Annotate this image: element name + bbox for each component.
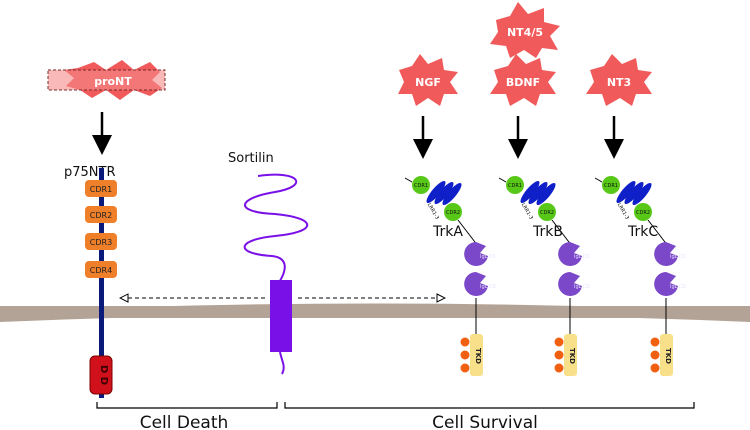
cell-death-bracket bbox=[96, 402, 278, 409]
sortilin-transmembrane bbox=[270, 280, 292, 352]
svg-text:LRR1-3: LRR1-3 bbox=[520, 202, 534, 221]
nt45-label: NT4/5 bbox=[507, 26, 543, 39]
svg-text:CDR1: CDR1 bbox=[90, 185, 112, 194]
svg-text:CDR2: CDR2 bbox=[446, 210, 460, 216]
p75ntr-cdr-3: CDR3 bbox=[85, 233, 117, 250]
pront-ligand: proNT bbox=[47, 60, 166, 100]
cell-survival-bracket bbox=[284, 402, 695, 409]
trka-cdr2 bbox=[444, 203, 462, 221]
sortilin-tail bbox=[279, 351, 285, 375]
svg-text:TKD: TKD bbox=[664, 348, 672, 364]
trkb-receptor: CDR1 LRR1-3 CDR2 TrkB IgL D1 IgL D2 TKD bbox=[498, 176, 590, 376]
svg-text:TKD: TKD bbox=[474, 348, 482, 364]
svg-text:IgL D1: IgL D1 bbox=[670, 254, 686, 260]
svg-text:CDR2: CDR2 bbox=[90, 211, 112, 220]
cell-membrane-band bbox=[0, 306, 750, 318]
cell-survival-label: Cell Survival bbox=[432, 413, 538, 430]
cell-death-label: Cell Death bbox=[140, 413, 229, 430]
svg-text:CDR2: CDR2 bbox=[540, 210, 554, 216]
svg-text:CDR2: CDR2 bbox=[636, 210, 650, 216]
p75ntr-death-domain: D D bbox=[89, 355, 113, 395]
ngf-ligand: NGF bbox=[398, 54, 458, 106]
p75ntr-label: p75NTR bbox=[64, 165, 116, 180]
svg-text:LRR1-3: LRR1-3 bbox=[616, 202, 630, 221]
pront-label: proNT bbox=[94, 75, 132, 88]
p75ntr-cdr-1: CDR1 bbox=[85, 180, 117, 197]
svg-text:CDR1: CDR1 bbox=[508, 183, 522, 189]
ngf-label: NGF bbox=[415, 76, 441, 89]
svg-text:IgL D1: IgL D1 bbox=[480, 254, 496, 260]
bdnf-ligand: BDNF bbox=[490, 54, 556, 106]
svg-text:TKD: TKD bbox=[568, 348, 576, 364]
svg-text:LRR1-3: LRR1-3 bbox=[426, 202, 440, 221]
p75ntr-cdr-4: CDR4 bbox=[85, 261, 117, 278]
svg-text:CDR3: CDR3 bbox=[90, 238, 112, 247]
nt3-ligand: NT3 bbox=[586, 54, 652, 106]
trkc-label: TrkC bbox=[627, 224, 658, 240]
nt3-label: NT3 bbox=[607, 76, 631, 89]
bdnf-label: BDNF bbox=[506, 76, 540, 89]
trkb-label: TrkB bbox=[532, 224, 563, 240]
trka-receptor: CDR1 LRR1-3 CDR2 TrkA IgL D1 IgL D2 TKD bbox=[404, 176, 496, 376]
sortilin-extracellular-coil bbox=[243, 173, 308, 285]
svg-text:IgL D2: IgL D2 bbox=[480, 284, 496, 290]
trka-label: TrkA bbox=[432, 224, 463, 240]
sortilin-label: Sortilin bbox=[228, 151, 274, 166]
svg-text:CDR1: CDR1 bbox=[604, 183, 618, 189]
trka-cdr1 bbox=[412, 176, 430, 194]
p75ntr-cdr-2: CDR2 bbox=[85, 206, 117, 223]
svg-text:IgL D2: IgL D2 bbox=[670, 284, 686, 290]
svg-text:CDR4: CDR4 bbox=[90, 266, 112, 275]
svg-text:IgL D1: IgL D1 bbox=[574, 254, 590, 260]
svg-text:CDR1: CDR1 bbox=[414, 183, 428, 189]
svg-text:IgL D2: IgL D2 bbox=[574, 284, 590, 290]
p75ntr-stem bbox=[99, 168, 104, 398]
nt45-ligand: NT4/5 bbox=[490, 2, 560, 58]
svg-text:D D: D D bbox=[98, 365, 109, 385]
trkc-receptor: CDR1 LRR1-3 CDR2 TrkC IgL D1 IgL D2 TKD bbox=[594, 176, 686, 376]
